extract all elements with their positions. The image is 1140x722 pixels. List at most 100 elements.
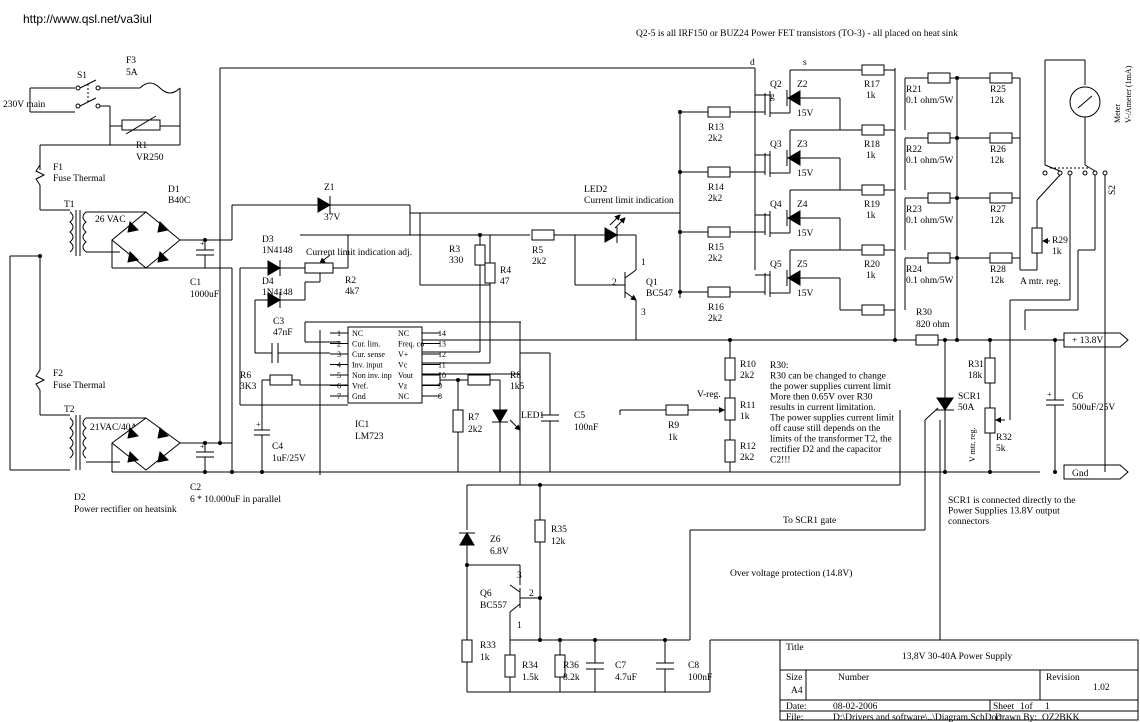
svg-text:IC1: IC1	[355, 420, 370, 430]
note-line: R30 can be changed to change	[770, 372, 886, 382]
ic-pin-number: 5	[337, 371, 341, 380]
mosfet-label: Q4	[770, 200, 782, 210]
gate-resistor-value: 2k2	[708, 314, 723, 324]
zener-z1: Z1 37V	[317, 183, 410, 223]
zener-value: 15V	[797, 229, 814, 239]
svg-text:+ 13.8V: + 13.8V	[1072, 336, 1103, 346]
svg-text:R1: R1	[136, 141, 147, 151]
note-line: The power supplies current limit	[770, 414, 894, 424]
svg-text:3: 3	[517, 571, 522, 581]
svg-text:R5: R5	[532, 246, 543, 256]
source-label: s	[803, 58, 807, 68]
gate-resistor-label: R16	[708, 303, 724, 313]
zener-resistor-value: 1k	[866, 151, 876, 161]
svg-text:820 ohm: 820 ohm	[916, 320, 950, 330]
svg-text:D2: D2	[74, 493, 86, 503]
zener-resistor-value: 1k	[866, 271, 876, 281]
shunt-resistor	[927, 132, 951, 144]
svg-text:LM723: LM723	[355, 432, 384, 442]
svg-text:2k2: 2k2	[740, 371, 755, 381]
shunt-resistor-value: 0.1 ohm/5W	[906, 156, 954, 166]
svg-text:1k: 1k	[740, 412, 750, 422]
note-line: connectors	[948, 517, 989, 527]
svg-text:F3: F3	[126, 56, 136, 66]
output-plus-terminal: + 13.8V	[1063, 332, 1129, 348]
zener-resistor-label: R18	[864, 140, 880, 150]
resistor-r9: R9 1k	[665, 404, 689, 443]
fuse-f3: F3 5A	[126, 56, 181, 94]
schematic-title: 13,8V 30-40A Power Supply	[902, 652, 1012, 662]
diode-d4: D4 1N4148	[255, 277, 293, 308]
mosfet	[755, 190, 791, 237]
svg-text:1k: 1k	[1052, 247, 1062, 257]
svg-text:T1: T1	[64, 200, 75, 210]
resistor-r12: R12 2k2	[724, 439, 756, 463]
ic-pin-label: Vout	[398, 371, 414, 380]
svg-text:2k2: 2k2	[740, 453, 755, 463]
zener-label: Z5	[797, 260, 808, 270]
gate-resistor-value: 2k2	[708, 254, 723, 264]
ic-pin-number: 14	[438, 329, 446, 338]
svg-text:1.02: 1.02	[1093, 683, 1110, 693]
svg-text:R29: R29	[1052, 236, 1068, 246]
svg-text:OZ2BKK: OZ2BKK	[1042, 713, 1080, 722]
ic-pin-number: 1	[337, 329, 341, 338]
zener-value: 15V	[797, 169, 814, 179]
zener-resistor-value: 1k	[866, 211, 876, 221]
drain-label: d	[750, 58, 755, 68]
ic-pin-number: 9	[438, 382, 442, 391]
resistor-r33: R33 1k	[461, 639, 496, 663]
series-resistor	[861, 244, 885, 256]
svg-text:8.2k: 8.2k	[563, 673, 580, 683]
meter-resistor-label: R26	[990, 145, 1006, 155]
svg-text:1: 1	[641, 258, 646, 268]
zener-diode	[786, 150, 840, 166]
svg-text:A mtr. reg.: A mtr. reg.	[1020, 277, 1061, 287]
ic-pin-label: Vref.	[352, 382, 368, 391]
svg-text:A4: A4	[791, 686, 803, 696]
meter-resistor	[989, 252, 1013, 264]
shunt-resistor	[927, 72, 951, 84]
potentiometer-r11: R11 1k	[716, 397, 756, 422]
svg-text:6 * 10.000uF in parallel: 6 * 10.000uF in parallel	[190, 495, 281, 505]
note-line: rectifier D2 and the capacitor	[770, 444, 882, 455]
ic-pin-number: 6	[337, 382, 341, 391]
zener-diode	[786, 270, 840, 286]
svg-text:SCR1: SCR1	[958, 392, 981, 402]
zener-resistor-label: R19	[864, 200, 880, 210]
svg-text:Meter: Meter	[1113, 104, 1122, 123]
transistor-q6: 3 2 1 Q6 BC557	[480, 571, 540, 631]
mains-label: 230V main	[3, 100, 46, 110]
svg-text:3: 3	[641, 308, 646, 318]
svg-text:Revision: Revision	[1046, 673, 1080, 683]
svg-text:Z1: Z1	[324, 183, 335, 193]
svg-text:100nF: 100nF	[574, 423, 598, 433]
meter-resistor-value: 12k	[990, 156, 1005, 166]
note-line: SCR1 is connected directly to the	[948, 496, 1075, 506]
ic-pin-label: NC	[398, 392, 409, 401]
note-line: limits of the transformer T2, the	[770, 434, 892, 445]
svg-text:R9: R9	[668, 421, 679, 431]
capacitor-c3: C3 47nF	[255, 317, 330, 363]
capacitor-c2: + C2 6 * 10.000uF in parallel	[190, 442, 281, 505]
svg-text:R33: R33	[480, 641, 496, 651]
capacitor-c6: + C6 500uF/25V	[1046, 340, 1115, 472]
meter-resistor-label: R28	[990, 265, 1006, 275]
svg-text:B40C: B40C	[168, 196, 190, 206]
gate-resistor-value: 2k2	[708, 134, 723, 144]
svg-text:+: +	[200, 442, 205, 451]
svg-text:C1: C1	[190, 278, 201, 288]
svg-text:1k: 1k	[668, 433, 678, 443]
note-line: results in current limitation.	[770, 403, 876, 413]
note-line: C2!!!	[770, 456, 791, 466]
ic-pin-label: NC	[352, 329, 363, 338]
ic-pin-number: 12	[438, 350, 446, 359]
gate-resistor	[707, 286, 731, 298]
svg-text:D:\Drivers and software\..\Dia: D:\Drivers and software\..\Diagram.SchDo…	[833, 712, 1001, 722]
svg-text:Fuse Thermal: Fuse Thermal	[53, 174, 106, 184]
shunt-resistor-label: R22	[906, 145, 922, 155]
